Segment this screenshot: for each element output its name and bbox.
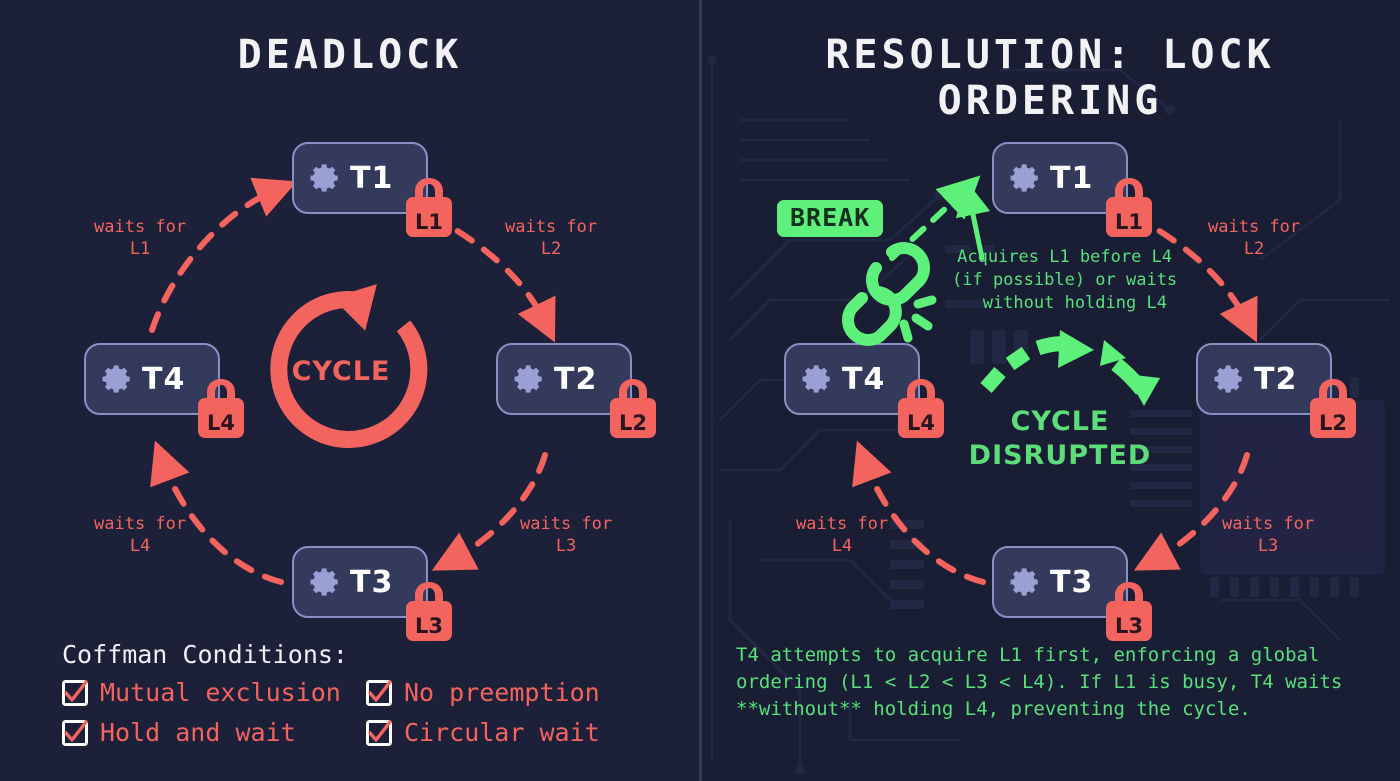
gear-icon [1214, 365, 1242, 393]
checkbox-checked-icon[interactable] [366, 679, 392, 706]
thread-node-t3[interactable]: T3 L3 [292, 546, 452, 641]
coffman-item-1: No preemption [366, 678, 600, 707]
lock-badge-r-l1: L1 [1098, 174, 1160, 240]
gear-icon [102, 365, 130, 393]
lock-badge-l4: L4 [190, 375, 252, 441]
edge-label-r-t1-t2: waits for L2 [1208, 217, 1301, 259]
edge-t3-t4 [150, 440, 284, 585]
edge-label-t2-t3: waits for L3 [520, 514, 613, 556]
lock-label: L4 [207, 411, 235, 435]
thread-node-r-t3[interactable]: T3 L3 [992, 546, 1152, 641]
gear-icon [1010, 164, 1038, 192]
thread-label: T2 [554, 361, 598, 397]
gear-icon [310, 568, 338, 596]
panel-divider [699, 0, 702, 781]
break-badge[interactable]: BREAK [777, 200, 884, 237]
cycle-indicator: CYCLE [243, 272, 439, 468]
lock-label: L3 [1115, 614, 1143, 638]
checkbox-checked-icon[interactable] [62, 679, 88, 706]
coffman-item-0: Mutual exclusion [62, 678, 341, 707]
thread-node-t4[interactable]: T4 L4 [84, 343, 244, 438]
left-panel-title: DEADLOCK [237, 32, 463, 78]
thread-label: T3 [350, 564, 394, 600]
lock-label: L1 [1115, 210, 1143, 234]
lock-badge-l3: L3 [398, 578, 460, 644]
lock-label: L2 [1319, 411, 1347, 435]
gear-icon [514, 365, 542, 393]
lock-icon [898, 379, 944, 438]
lock-badge-r-l2: L2 [1302, 375, 1364, 441]
thread-label: T2 [1254, 361, 1298, 397]
cycle-disrupted-label: CYCLE DISRUPTED [968, 406, 1152, 471]
thread-label: T1 [1050, 160, 1094, 196]
edge-t1-t2 [427, 212, 556, 343]
lock-badge-l1: L1 [398, 174, 460, 240]
right-panel-title: RESOLUTION: LOCK ORDERING [825, 32, 1275, 124]
resolution-annotation: Acquires L1 before L4 (if possible) or w… [952, 247, 1178, 313]
edge-label-t1-t2: waits for L2 [505, 217, 598, 259]
coffman-label: Mutual exclusion [100, 678, 341, 707]
broken-chain-icon [842, 242, 937, 346]
coffman-label: Hold and wait [100, 718, 296, 747]
coffman-label: Circular wait [404, 718, 600, 747]
edge-label-t4-t1: waits for L1 [94, 217, 187, 259]
lock-label: L2 [619, 411, 647, 435]
lock-icon [406, 178, 452, 237]
deadlock-panel: DEADLOCK CYCLE [62, 32, 656, 747]
coffman-item-3: Circular wait [366, 718, 600, 747]
cycle-label: CYCLE [291, 356, 391, 387]
gear-icon [1010, 568, 1038, 596]
lock-label: L1 [415, 210, 443, 234]
thread-node-t2[interactable]: T2 L2 [496, 343, 656, 438]
edge-t2-t3 [431, 452, 548, 571]
thread-node-t1[interactable]: T1 L1 [292, 142, 452, 237]
gear-icon [802, 365, 830, 393]
lock-badge-r-l3: L3 [1098, 578, 1160, 644]
thread-label: T3 [1050, 564, 1094, 600]
lock-icon [1106, 582, 1152, 641]
lock-badge-r-l4: L4 [890, 375, 952, 441]
thread-node-r-t1[interactable]: T1 L1 [992, 142, 1152, 237]
deadlock-edges [149, 177, 556, 585]
circular-arrow-icon [270, 284, 428, 448]
lock-label: L4 [907, 411, 935, 435]
gear-icon [310, 164, 338, 192]
checkbox-checked-icon[interactable] [62, 719, 88, 746]
edge-label-r-t3-t4: waits for L4 [796, 514, 889, 556]
edge-label-t3-t4: waits for L4 [94, 514, 187, 556]
lock-icon [1106, 178, 1152, 237]
lock-icon [406, 582, 452, 641]
edge-label-r-t2-t3: waits for L3 [1222, 514, 1315, 556]
edge-t4-t1 [149, 177, 298, 333]
coffman-heading: Coffman Conditions: [62, 640, 348, 669]
thread-label: T4 [142, 361, 186, 397]
resolution-caption: T4 attempts to acquire L1 first, enforci… [736, 644, 1354, 720]
thread-node-r-t4[interactable]: T4 L4 [784, 343, 944, 438]
lock-label: L3 [415, 614, 443, 638]
checkbox-checked-icon[interactable] [366, 719, 392, 746]
coffman-item-2: Hold and wait [62, 718, 296, 747]
lock-icon [610, 379, 656, 438]
lock-badge-l2: L2 [602, 375, 664, 441]
thread-label: T1 [350, 160, 394, 196]
lock-icon [1310, 379, 1356, 438]
coffman-label: No preemption [404, 678, 600, 707]
thread-node-r-t2[interactable]: T2 L2 [1196, 343, 1356, 438]
thread-label: T4 [842, 361, 886, 397]
lock-icon [198, 379, 244, 438]
